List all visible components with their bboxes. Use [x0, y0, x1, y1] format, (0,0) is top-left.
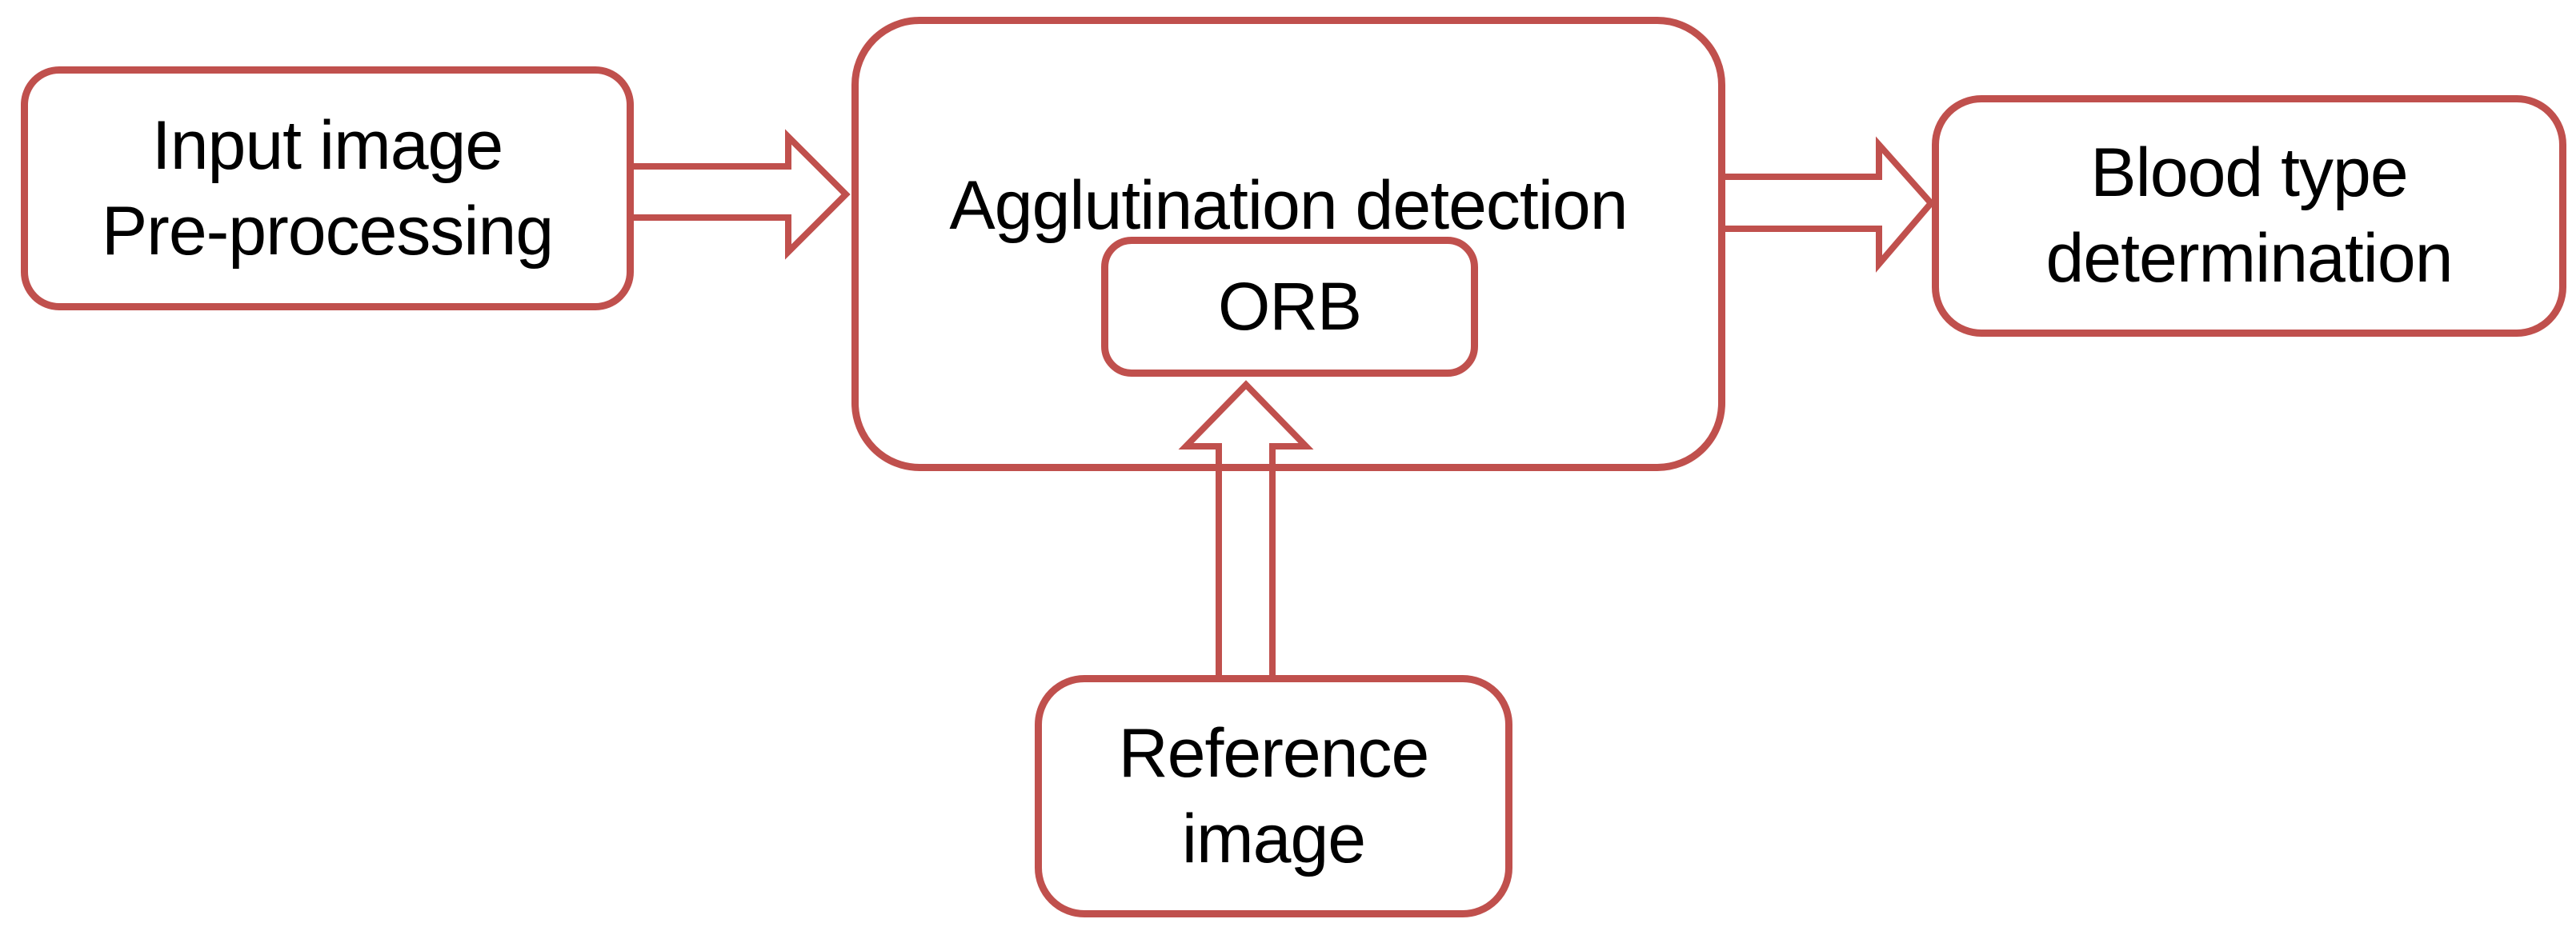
- arrow-input-to-agglutination-icon: [632, 129, 851, 260]
- node-label-line: Blood type: [2090, 134, 2408, 211]
- node-label-line: Reference: [1118, 714, 1430, 792]
- node-label-line: ORB: [1217, 269, 1362, 344]
- node-label-line: Agglutination detection: [949, 167, 1628, 244]
- node-label-line: Input image: [151, 106, 503, 184]
- arrow-reference-to-orb-icon: [1178, 380, 1314, 675]
- node-orb: ORB: [1101, 237, 1478, 377]
- node-agglutination-detection: Agglutination detection: [851, 17, 1725, 471]
- node-reference-image: Reference image: [1035, 675, 1512, 917]
- node-input-image-preprocessing: Input image Pre-processing: [21, 66, 634, 310]
- node-label-line: Pre-processing: [101, 192, 554, 270]
- node-label-line: determination: [2045, 220, 2453, 297]
- node-label-line: image: [1181, 800, 1366, 877]
- arrow-agglutination-to-bloodtype-icon: [1722, 136, 1936, 273]
- node-blood-type-determination: Blood type determination: [1932, 95, 2566, 337]
